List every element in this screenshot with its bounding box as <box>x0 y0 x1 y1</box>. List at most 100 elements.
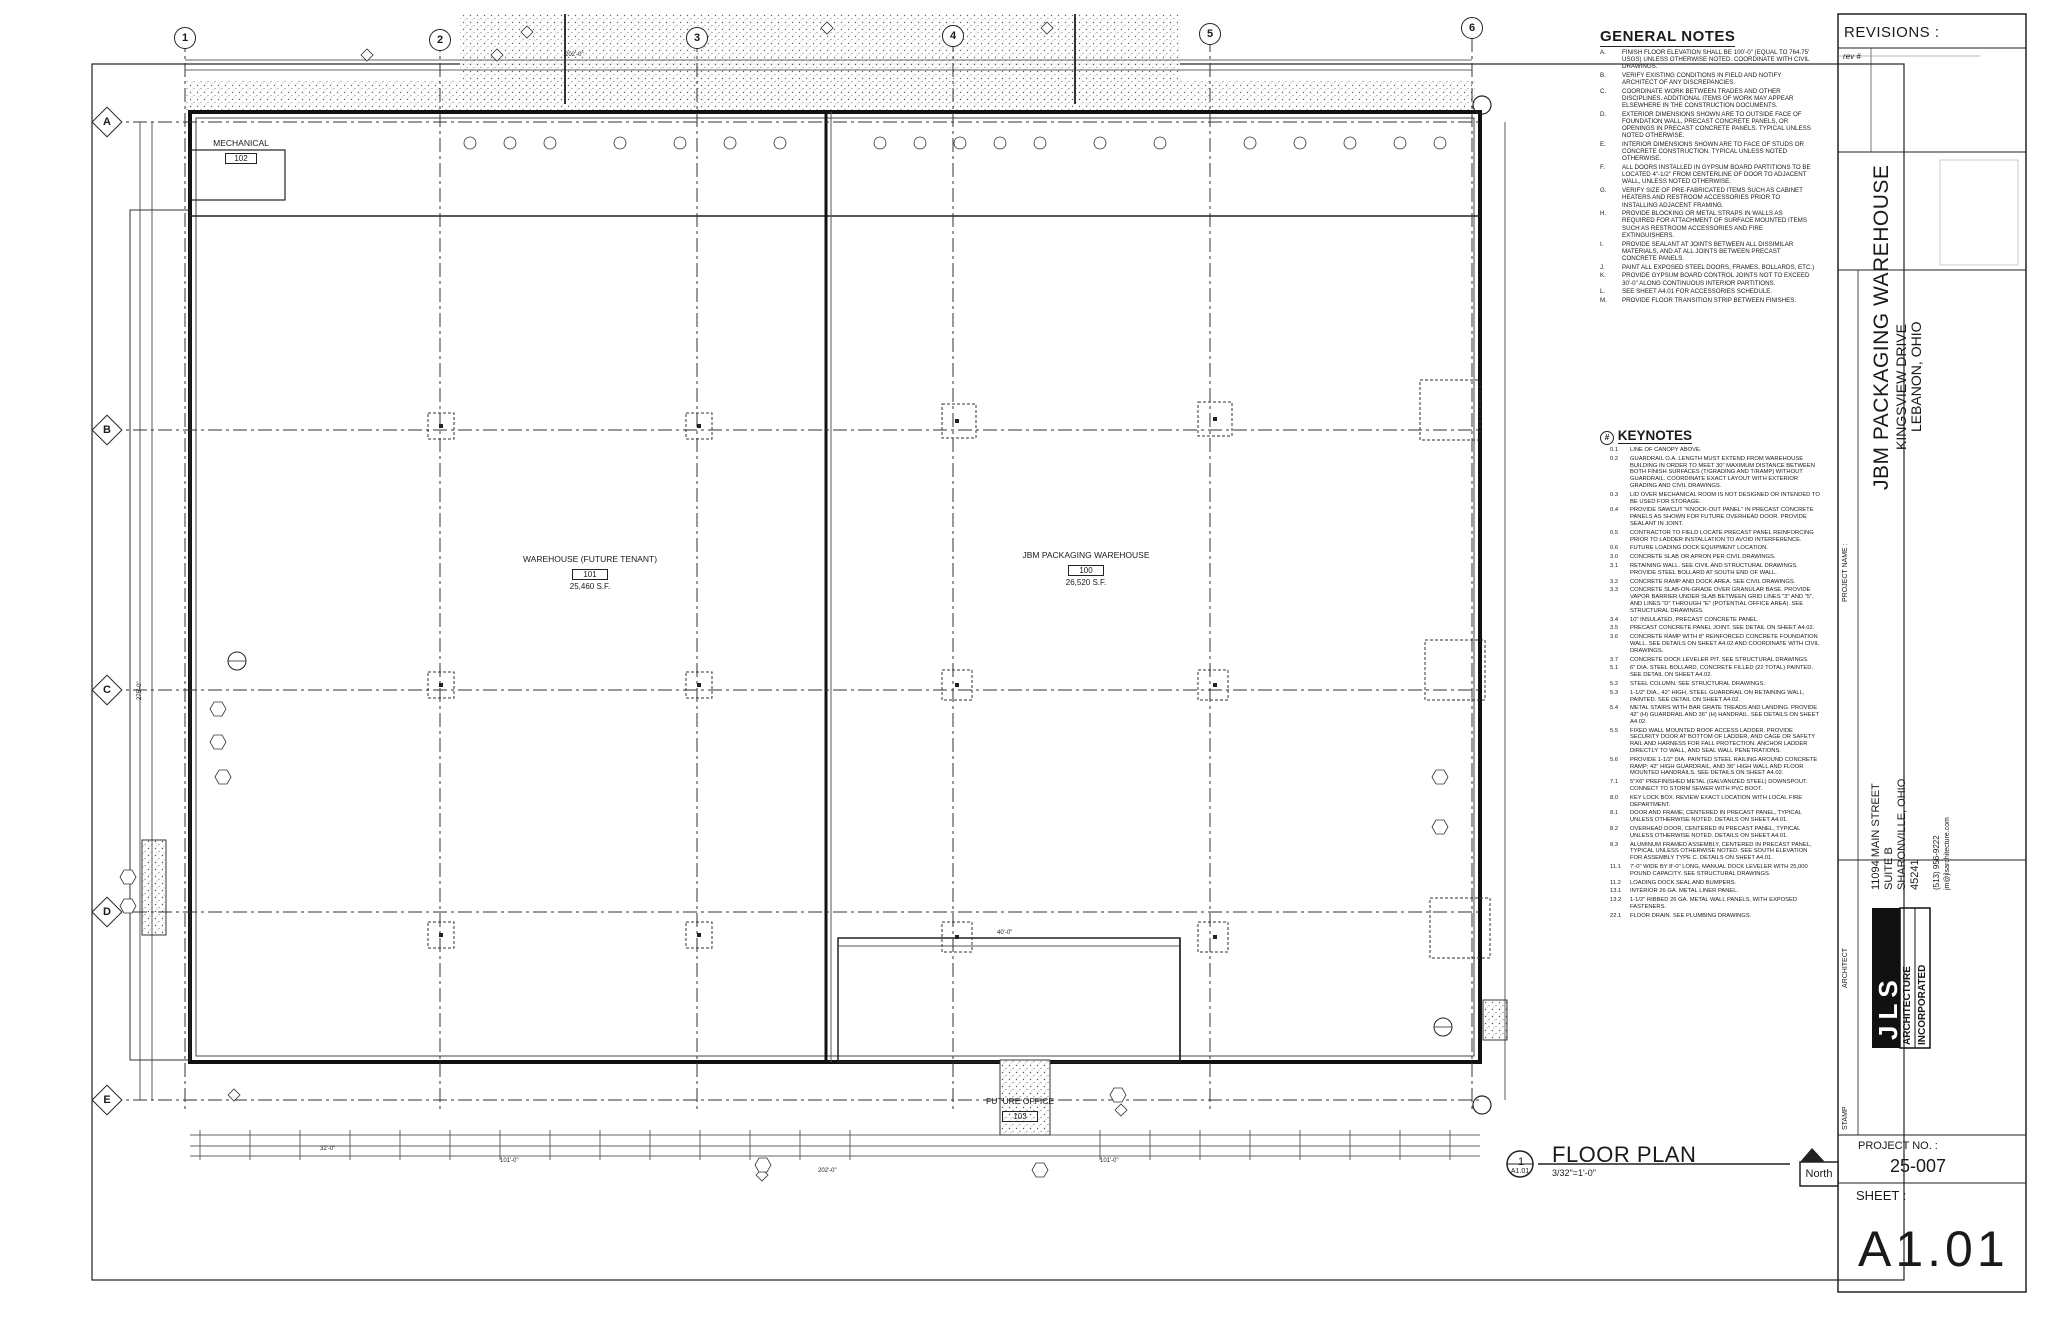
keynote-text: CONCRETE RAMP AND DOCK AREA. SEE CIVIL D… <box>1630 578 1796 585</box>
future-office-room <box>837 937 1181 1063</box>
keynote-key: 11.2 <box>1610 879 1621 886</box>
keynote-key: 0.1 <box>1610 447 1619 453</box>
keynote-key: 22.1 <box>1610 912 1622 919</box>
grid-bubble-column-2: 2 <box>429 29 451 51</box>
keynote-symbol: # <box>1600 431 1614 445</box>
project-no: 25-007 <box>1890 1156 1947 1176</box>
keynote-key: 3.3 <box>1610 587 1619 594</box>
general-note-text: PAINT ALL EXPOSED STEEL DOORS, FRAMES, B… <box>1622 263 1815 271</box>
revisions-label: REVISIONS : <box>1844 24 1940 41</box>
keynote-text: CONTRACTOR TO FIELD LOCATE PRECAST PANEL… <box>1630 529 1814 543</box>
keynote-key: 3.7 <box>1610 656 1619 663</box>
room-number: 100 <box>1068 565 1104 576</box>
room-name: JBM PACKAGING WAREHOUSE <box>1022 550 1150 560</box>
general-note: M. PROVIDE FLOOR TRANSITION STRIP BETWEEN… <box>1600 297 1815 304</box>
keynote-key: 5.6 <box>1610 756 1619 763</box>
general-note-text: EXTERIOR DIMENSIONS SHOWN ARE TO OUTSIDE… <box>1622 110 1811 140</box>
room-future-office: FUTURE OFFICE 103 <box>965 1096 1075 1124</box>
north-arrow <box>1799 1148 1839 1187</box>
firm-address-4: 45241 <box>1909 859 1921 890</box>
plan-title-sheet-ref: A1.01 <box>1510 1168 1530 1175</box>
grid-row-label: A <box>103 116 111 128</box>
general-note: G.VERIFY SIZE OF PRE-FABRICATED ITEMS SU… <box>1600 187 1815 209</box>
keynote-text: LID OVER MECHANICAL ROOM IS NOT DESIGNED… <box>1630 491 1820 505</box>
grid-row-label: C <box>103 684 111 696</box>
dim-overall-width: 202'-0" <box>565 52 584 58</box>
keynote-text: ALUMINUM FRAMED ASSEMBLY, CENTERED IN PR… <box>1630 841 1812 862</box>
project-name: JBM PACKAGING WAREHOUSE <box>1870 164 1893 490</box>
keynote: 13.2 1-1/2" RIBBED 26 GA. METAL WALL PANE… <box>1600 897 1820 911</box>
keynote-key: 8.0 <box>1610 794 1619 801</box>
keynote-text: 1-1/2" RIBBED 26 GA. METAL WALL PANELS, … <box>1630 897 1798 911</box>
dock-apron <box>185 80 1475 110</box>
dim-overall-depth: 275'-0" <box>137 681 143 700</box>
keynote-key: 8.1 <box>1610 810 1619 817</box>
general-note-key: C. <box>1600 87 1607 95</box>
room-number: 101 <box>572 569 608 580</box>
keynote-key: 3.4 <box>1610 616 1619 623</box>
left-ramp <box>141 839 167 936</box>
general-note-key: E. <box>1600 140 1606 148</box>
building-outline <box>188 110 1482 1064</box>
general-note: J. PAINT ALL EXPOSED STEEL DOORS, FRAMES,… <box>1600 264 1815 271</box>
keynote-key: 8.2 <box>1610 826 1619 833</box>
keynote-text: 7'-0" WIDE BY 8'-0" LONG, MANUAL DOCK LE… <box>1630 864 1808 877</box>
grid-row-label: B <box>103 424 111 436</box>
keynote-key: 5.3 <box>1610 689 1619 696</box>
keynote-key: 11.1 <box>1610 864 1621 871</box>
keynote-text: RETAINING WALL. SEE CIVIL AND STRUCTURAL… <box>1630 562 1798 576</box>
general-note-key: B. <box>1600 71 1606 79</box>
keynotes-title-text: KEYNOTES <box>1617 428 1693 444</box>
firm-phone: (513) 956-9222 <box>1932 835 1941 890</box>
dimension-lines <box>139 59 1506 1157</box>
general-note-key: M. <box>1600 297 1607 304</box>
grid-lines <box>108 38 1480 1110</box>
keynote-text: FLOOR DRAIN. SEE PLUMBING DRAWINGS. <box>1630 912 1752 919</box>
keynote-text: LINE OF CANOPY ABOVE. <box>1630 447 1702 453</box>
room-area: 25,460 S.F. <box>569 582 611 591</box>
keynote: 3.7 CONCRETE DOCK LEVELER PIT. SEE STRUCT… <box>1600 657 1820 664</box>
general-note: I.PROVIDE SEALANT AT JOINTS BETWEEN ALL … <box>1600 241 1815 263</box>
general-note-key: I. <box>1600 240 1604 248</box>
grid-bubble-column-1: 1 <box>174 27 196 49</box>
door-tags <box>227 21 1447 1182</box>
room-name: WAREHOUSE (FUTURE TENANT) <box>522 554 658 564</box>
keynote-text: CONCRETE DOCK LEVELER PIT. SEE STRUCTURA… <box>1630 656 1809 663</box>
general-note: L.SEE SHEET A4.01 FOR ACCESSORIES SCHEDU… <box>1600 288 1815 295</box>
keynote-text: CONCRETE SLAB-ON-GRADE OVER GRANULAR BAS… <box>1630 587 1814 614</box>
general-note-text: PROVIDE FLOOR TRANSITION STRIP BETWEEN F… <box>1622 297 1797 304</box>
grid-bubble-column-4: 4 <box>942 25 964 47</box>
keynote: 22.1 FLOOR DRAIN. SEE PLUMBING DRAWINGS. <box>1600 913 1820 920</box>
general-note: F.ALL DOORS INSTALLED IN GYPSUM BOARD PA… <box>1600 164 1815 186</box>
general-note-key: J. <box>1600 263 1605 271</box>
keynote: 0.1 LINE OF CANOPY ABOVE. <box>1600 447 1820 454</box>
keynote-text: PROVIDE 1-1/2" DIA. PAINTED STEEL RAILIN… <box>1630 756 1818 777</box>
keynote-key: 13.2 <box>1610 897 1622 904</box>
keynote-key: 13.1 <box>1610 888 1622 895</box>
keynote-text: PRECAST CONCRETE PANEL JOINT. SEE DETAIL… <box>1630 625 1815 632</box>
keynote-text: FIXED WALL MOUNTED ROOF ACCESS LADDER. P… <box>1630 727 1815 755</box>
general-note-text: ALL DOORS INSTALLED IN GYPSUM BOARD PART… <box>1622 164 1811 186</box>
keynote: 11.1 7'-0" WIDE BY 8'-0" LONG, MANUAL DOC… <box>1600 864 1820 878</box>
room-name: MECHANICAL <box>213 138 269 148</box>
grid-bubble-column-3: 3 <box>686 27 708 49</box>
keynote-key: 3.5 <box>1610 625 1619 632</box>
keynote-text: 1-1/2" DIA., 42" HIGH, STEEL GUARDRAIL O… <box>1630 689 1805 703</box>
keynote-text: CONCRETE RAMP WITH 8" REINFORCED CONCRET… <box>1630 634 1819 654</box>
grid-bubble-column-6: 6 <box>1461 17 1483 39</box>
firm-line-1: ARCHITECTURE <box>1902 966 1913 1045</box>
keynote-key: 7.1 <box>1610 779 1619 786</box>
sheet-number: A1.01 <box>1858 1221 2009 1277</box>
general-note-text: PROVIDE GYPSUM BOARD CONTROL JOINTS NOT … <box>1622 272 1810 287</box>
keynote: 5.6 PROVIDE 1-1/2" DIA. PAINTED STEEL RAI… <box>1600 757 1820 777</box>
keynote: 3.3 CONCRETE SLAB-ON-GRADE OVER GRANULAR … <box>1600 587 1820 614</box>
